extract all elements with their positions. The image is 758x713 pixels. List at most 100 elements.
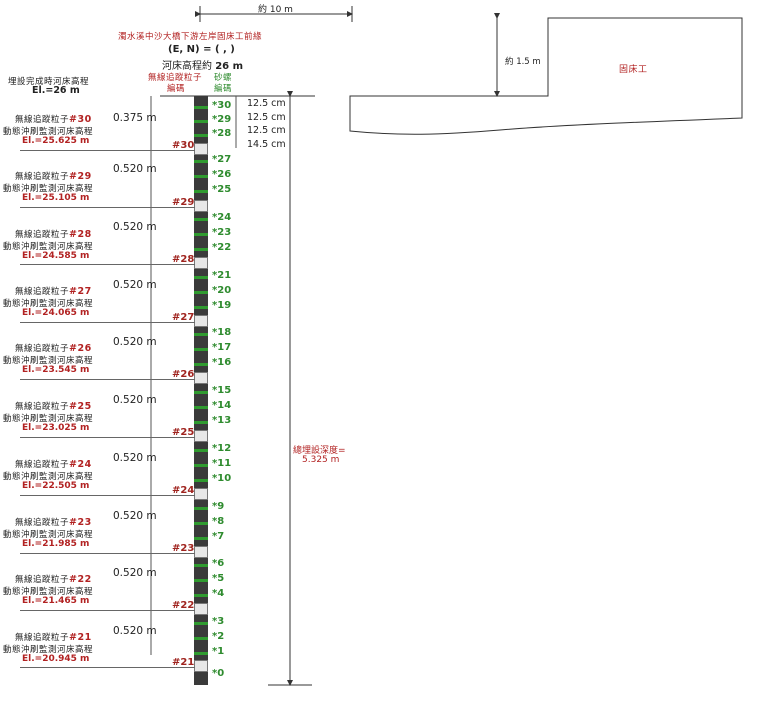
sensor-title: 無線追蹤粒子#25 (15, 400, 92, 412)
gravel-marker (194, 421, 208, 424)
sensor-tag-marker (194, 660, 208, 672)
column-sensor-id: #22 (172, 600, 195, 611)
gravel-marker (194, 333, 208, 336)
gravel-id-label: *28 (212, 128, 232, 139)
gravel-id-column-subheader: 編碼 (214, 84, 233, 94)
sensor-description: 動態沖刷監測河床高程 (3, 414, 94, 424)
gravel-id-label: *19 (212, 300, 232, 311)
initial-bed-label: 埋設完成時河床高程 (8, 77, 90, 87)
gravel-id-label: *12 (212, 443, 232, 454)
gravel-marker (194, 652, 208, 655)
gravel-marker (194, 248, 208, 251)
gravel-marker (194, 120, 208, 123)
sensor-title-text: 無線追蹤粒子 (15, 518, 70, 528)
sensor-description: 動態沖刷監測河床高程 (3, 242, 94, 252)
gravel-marker (194, 637, 208, 640)
sensor-title-id: #25 (69, 401, 92, 412)
sensor-id-column-subheader: 編碼 (167, 84, 186, 94)
sensor-elevation: El.=24.585 m (22, 251, 90, 261)
sensor-title-id: #26 (69, 343, 92, 354)
total-depth-value: 5.325 m (302, 455, 340, 465)
gravel-id-label: *11 (212, 458, 232, 469)
sensor-title: 無線追蹤粒子#23 (15, 516, 92, 528)
sensor-level-line (20, 437, 195, 438)
sensor-level-line (20, 553, 195, 554)
gravel-id-label: *9 (212, 501, 225, 512)
column-sensor-id: #29 (172, 197, 195, 208)
sensor-id-column-header: 無線追蹤粒子 (148, 73, 203, 83)
gravel-marker (194, 106, 208, 109)
sensor-level-line (20, 150, 195, 151)
sensor-tag-marker (194, 315, 208, 327)
sensor-level-line (20, 322, 195, 323)
gravel-marker (194, 507, 208, 510)
sensor-elevation: El.=23.545 m (22, 365, 90, 375)
gravel-marker (194, 622, 208, 625)
sensor-title-text: 無線追蹤粒子 (15, 172, 70, 182)
interval-label: 0.520 m (113, 163, 157, 175)
gravel-marker (194, 306, 208, 309)
column-sensor-id: #27 (172, 312, 195, 323)
column-sensor-id: #26 (172, 369, 195, 380)
gravel-id-label: *17 (212, 342, 232, 353)
sensor-title: 無線追蹤粒子#21 (15, 631, 92, 643)
gravel-id-label: *1 (212, 646, 225, 657)
sensor-title-id: #23 (69, 517, 92, 528)
top-spacing-2: 12.5 cm (247, 112, 286, 123)
sensor-title-text: 無線追蹤粒子 (15, 575, 70, 585)
bed-elevation-note: 河床高程約 26 m (162, 57, 243, 72)
gravel-marker (194, 594, 208, 597)
sensor-elevation: El.=21.465 m (22, 596, 90, 606)
sensor-elevation: El.=23.025 m (22, 423, 90, 433)
sensor-title-text: 無線追蹤粒子 (15, 460, 70, 470)
sensor-title-id: #30 (69, 114, 92, 125)
top-spacing-3: 12.5 cm (247, 125, 286, 136)
sensor-level-line (20, 264, 195, 265)
gravel-id-label: *8 (212, 516, 225, 527)
interval-label: 0.520 m (113, 394, 157, 406)
gravel-id-label: *26 (212, 169, 232, 180)
gravel-id-label: *24 (212, 212, 232, 223)
total-depth-label: 總埋設深度= (293, 446, 346, 456)
gravel-id-label: *13 (212, 415, 232, 426)
sensor-title: 無線追蹤粒子#30 (15, 113, 92, 125)
sensor-title: 無線追蹤粒子#29 (15, 170, 92, 182)
gravel-id-label: *27 (212, 154, 232, 165)
column-sensor-id: #30 (172, 140, 195, 151)
sensor-title: 無線追蹤粒子#28 (15, 228, 92, 240)
sensor-title-text: 無線追蹤粒子 (15, 287, 70, 297)
gravel-id-label: *4 (212, 588, 225, 599)
sensor-tag-marker (194, 430, 208, 442)
interval-label: 0.520 m (113, 567, 157, 579)
interval-label: 0.520 m (113, 510, 157, 522)
sensor-title: 無線追蹤粒子#22 (15, 573, 92, 585)
interval-label: 0.520 m (113, 452, 157, 464)
sensor-tag-marker (194, 257, 208, 269)
gravel-id-label: *15 (212, 385, 232, 396)
gravel-marker (194, 190, 208, 193)
gravel-marker (194, 291, 208, 294)
sensor-elevation: El.=20.945 m (22, 654, 90, 664)
top-dimension-label: 約 10 m (258, 5, 293, 15)
gravel-id-label: *0 (212, 668, 225, 679)
gravel-id-label: *22 (212, 242, 232, 253)
sensor-tag-marker (194, 372, 208, 384)
interval-label: 0.520 m (113, 336, 157, 348)
interval-label: 0.520 m (113, 625, 157, 637)
top-spacing-4: 14.5 cm (247, 139, 286, 150)
sensor-title-id: #27 (69, 286, 92, 297)
sensor-tag-marker (194, 603, 208, 615)
column-sensor-id: #28 (172, 254, 195, 265)
gravel-id-label: *16 (212, 357, 232, 368)
top-spacing-1: 12.5 cm (247, 98, 286, 109)
site-location-title: 濁水溪中沙大橋下游左岸固床工前緣 (118, 32, 263, 42)
gravel-id-label: *2 (212, 631, 225, 642)
column-sensor-id: #21 (172, 657, 195, 668)
sensor-level-line (20, 667, 195, 668)
gravel-marker (194, 579, 208, 582)
sensor-title-id: #24 (69, 459, 92, 470)
sensor-description: 動態沖刷監測河床高程 (3, 530, 94, 540)
coordinates-label: (E, N) = ( , ) (168, 44, 235, 55)
gravel-id-column-header: 砂螺 (214, 73, 233, 83)
sensor-tag-marker (194, 488, 208, 500)
